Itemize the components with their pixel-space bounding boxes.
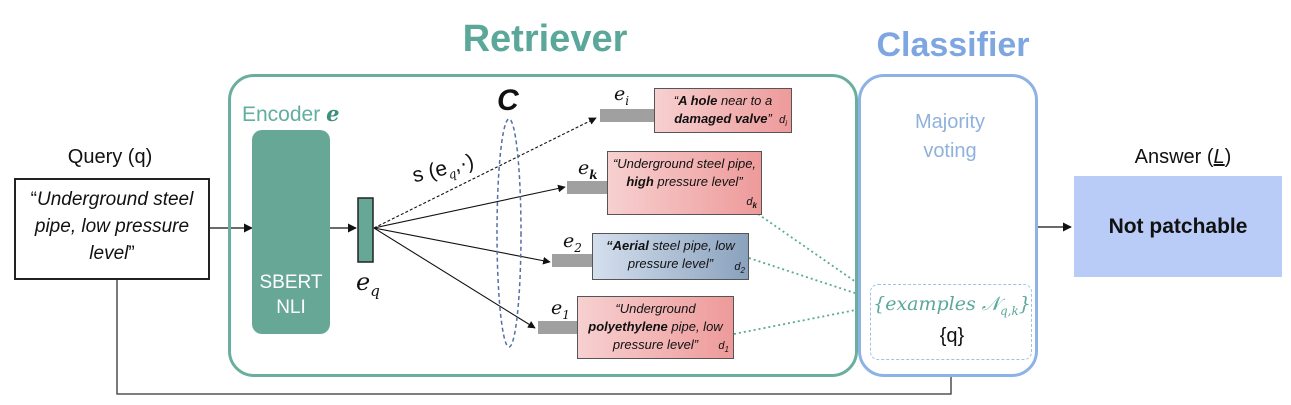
- encoder-block: [252, 130, 330, 334]
- document-d1: “Underground polyethylene pipe, low pres…: [577, 296, 734, 359]
- embedding-label-ek: ek: [578, 157, 598, 182]
- query-box: “Underground steel pipe, low pressure le…: [14, 178, 210, 280]
- answer-label: Answer (L): [1134, 146, 1232, 168]
- embedding-bar-e2: [552, 254, 592, 267]
- retriever-title: Retriever: [462, 18, 628, 60]
- embedding-label-ei: ei: [614, 83, 630, 108]
- query-embedding-label: eq: [356, 268, 380, 300]
- document-d2: “Aerial steel pipe, low pressure level” …: [592, 233, 749, 280]
- query-vector: [357, 197, 374, 263]
- document-di: “A hole near to a damaged valve” di: [654, 88, 792, 133]
- classifier-title: Classifier: [876, 26, 1030, 64]
- document-d2-label: d2: [734, 260, 745, 275]
- document-dk: “Underground steel pipe, high pressure l…: [607, 151, 762, 215]
- arrow-to-ek: [373, 184, 566, 229]
- examples-box: [870, 284, 1032, 360]
- embedding-label-e2: e2: [563, 230, 582, 255]
- embedding-bar-ei: [600, 109, 654, 122]
- retriever-panel: [228, 74, 858, 377]
- embedding-label-e1: e1: [551, 297, 570, 322]
- document-d1-label: d1: [718, 339, 729, 354]
- dotted-link-d1: [733, 305, 877, 335]
- arrow-to-e1: [373, 227, 536, 329]
- query-loop-connector: [116, 280, 956, 395]
- arrow-to-ei: [373, 117, 597, 229]
- classifier-panel: [858, 74, 1038, 377]
- embedding-bar-e1: [538, 321, 578, 334]
- corpus-ellipse: [496, 118, 522, 348]
- dotted-link-dk: [757, 213, 877, 297]
- query-label: Query (q): [67, 146, 153, 168]
- answer-text: Not patchable: [1108, 214, 1248, 238]
- embedding-bar-ek: [567, 181, 607, 194]
- examples-label: {examples 𝒩q,k}: [873, 293, 1031, 318]
- answer-box: Not patchable: [1074, 176, 1282, 277]
- dotted-link-d2: [748, 257, 877, 301]
- corpus-label: C: [497, 84, 519, 117]
- query-set-label: {q}: [939, 325, 965, 347]
- document-dk-label: dk: [746, 195, 757, 210]
- encoder-label: Encoder e: [242, 101, 340, 126]
- document-di-label: di: [779, 113, 787, 128]
